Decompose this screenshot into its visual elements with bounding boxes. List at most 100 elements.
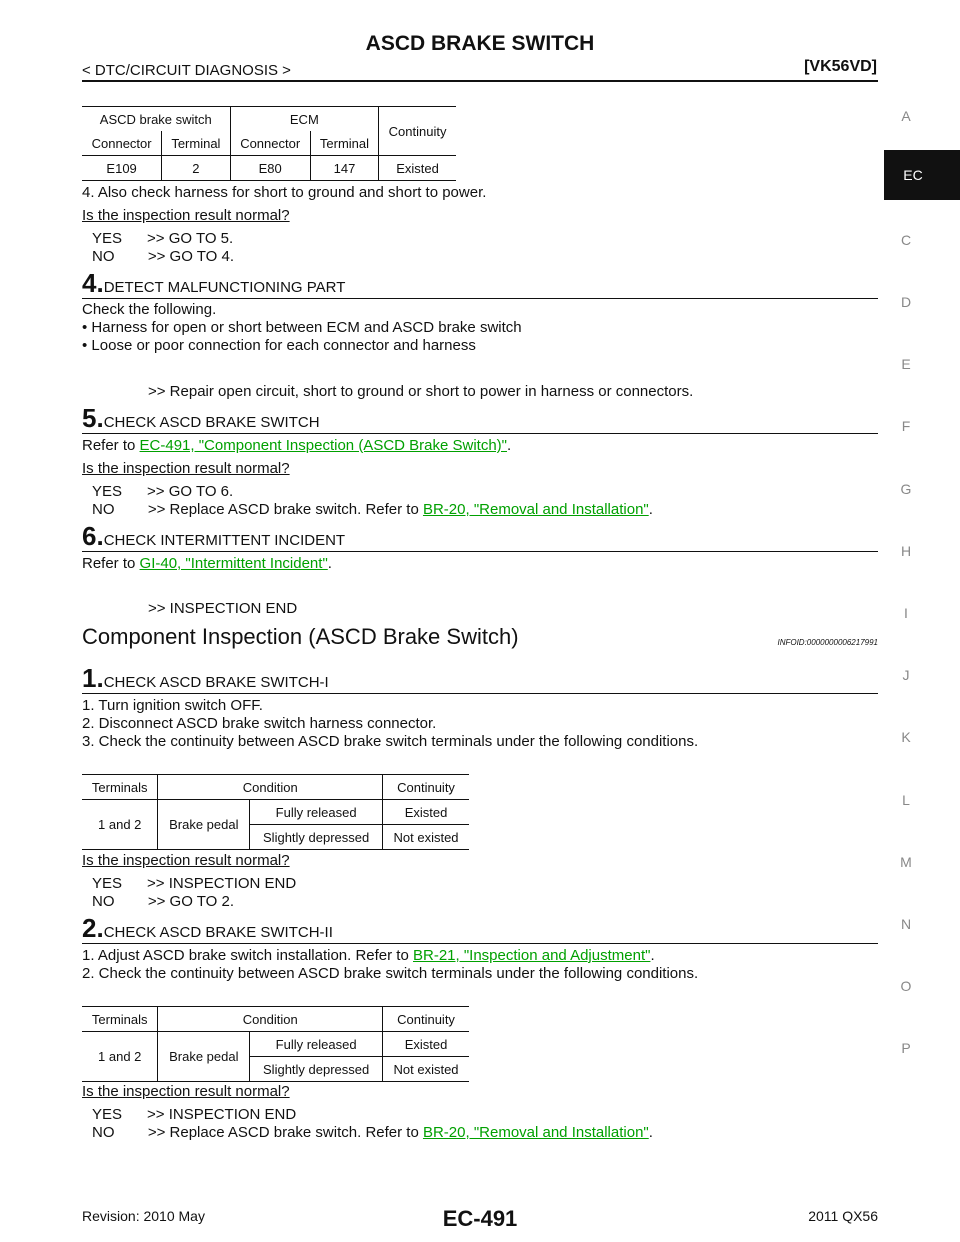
th-terminal: Terminal <box>161 131 231 156</box>
instruction-text: 1. Adjust ASCD brake switch installation… <box>82 947 413 964</box>
table-cell: Fully released <box>249 1031 384 1057</box>
step-number: 5. <box>82 403 104 433</box>
th-continuity: Continuity <box>378 106 456 156</box>
step-title: CHECK ASCD BRAKE SWITCH <box>103 414 320 431</box>
answer-no-text: NO >> Replace ASCD brake switch. Refer t… <box>92 501 423 518</box>
table-cell: Not existed <box>382 1056 469 1082</box>
table-cell: 147 <box>310 155 380 181</box>
th-condition: Condition <box>157 774 384 800</box>
side-index-k[interactable]: K <box>901 729 911 745</box>
condition-table: Terminals Condition Continuity 1 and 2 B… <box>82 1006 469 1082</box>
page-number: EC-491 <box>442 1206 518 1231</box>
side-index-a[interactable]: A <box>901 108 911 124</box>
bullet-item: • Harness for open or short between ECM … <box>82 319 522 336</box>
refer-prefix: Refer to <box>82 555 140 572</box>
info-id: INFOID:0000000006217991 <box>777 638 878 647</box>
side-index-h[interactable]: H <box>900 543 912 559</box>
reference-link[interactable]: GI-40, "Intermittent Incident" <box>139 555 328 572</box>
reference-link[interactable]: BR-20, "Removal and Installation" <box>422 501 649 518</box>
refer-suffix: . <box>507 437 512 454</box>
side-index-j[interactable]: J <box>902 667 910 683</box>
instruction-line: Check the following. <box>82 301 217 318</box>
model-year: 2011 QX56 <box>808 1208 878 1224</box>
inspection-question: Is the inspection result normal? <box>82 852 290 869</box>
reference-link[interactable]: BR-21, "Inspection and Adjustment" <box>413 947 651 964</box>
th-condition: Condition <box>157 1006 384 1032</box>
instruction-line: 4. Also check harness for short to groun… <box>82 184 487 201</box>
refer-suffix: . <box>327 555 332 572</box>
table-cell: Brake pedal <box>157 799 251 850</box>
th-connector: Connector <box>82 131 163 156</box>
condition-table: Terminals Condition Continuity 1 and 2 B… <box>82 774 469 850</box>
side-index-e[interactable]: E <box>901 356 911 372</box>
step-title: CHECK ASCD BRAKE SWITCH-II <box>103 924 333 941</box>
step-number: 2. <box>82 913 104 943</box>
side-index-o[interactable]: O <box>900 978 912 994</box>
inspection-question: Is the inspection result normal? <box>82 207 290 224</box>
table-cell: Existed <box>382 799 469 825</box>
breadcrumb: < DTC/CIRCUIT DIAGNOSIS > <box>82 62 291 79</box>
answer-yes: YES >> GO TO 5. <box>92 230 234 247</box>
th-connector-ecm: Connector <box>230 131 311 156</box>
side-index-c[interactable]: C <box>900 232 912 248</box>
table-cell: Fully released <box>249 799 384 825</box>
step-number: 4. <box>82 268 104 298</box>
reference-link[interactable]: EC-491, "Component Inspection (ASCD Brak… <box>139 437 508 454</box>
table-cell: E80 <box>230 155 311 181</box>
refer-suffix: . <box>650 947 655 964</box>
instruction-line: 2. Disconnect ASCD brake switch harness … <box>82 715 437 732</box>
action-line: >> Repair open circuit, short to ground … <box>148 383 694 400</box>
instruction-line: 3. Check the continuity between ASCD bra… <box>82 733 699 750</box>
answer-no: NO >> Replace ASCD brake switch. Refer t… <box>92 1124 653 1141</box>
step-number: 6. <box>82 521 104 551</box>
answer-yes: YES >> GO TO 6. <box>92 483 234 500</box>
side-index-f[interactable]: F <box>901 418 911 434</box>
inspection-question: Is the inspection result normal? <box>82 460 290 477</box>
refer-prefix: Refer to <box>82 437 140 454</box>
answer-yes: YES >> INSPECTION END <box>92 1106 297 1123</box>
harness-continuity-table: ASCD brake switch ECM Continuity Connect… <box>82 106 456 181</box>
table-cell: Brake pedal <box>157 1031 251 1082</box>
step-heading: 5.CHECK ASCD BRAKE SWITCH <box>82 403 878 434</box>
refer-suffix: . <box>648 501 653 518</box>
revision-date: Revision: 2010 May <box>82 1208 205 1224</box>
side-index-ec-active[interactable]: EC <box>884 150 960 200</box>
step-title: DETECT MALFUNCTIONING PART <box>103 279 346 296</box>
side-index-m[interactable]: M <box>900 854 912 870</box>
step-title: CHECK ASCD BRAKE SWITCH-I <box>103 674 329 691</box>
refer-line: Refer to GI-40, "Intermittent Incident". <box>82 555 332 572</box>
side-index-i[interactable]: I <box>904 605 908 621</box>
page-title: ASCD BRAKE SWITCH <box>365 32 595 55</box>
action-line: >> INSPECTION END <box>148 600 298 617</box>
step-title: CHECK INTERMITTENT INCIDENT <box>103 532 346 549</box>
table-cell: Existed <box>378 155 456 181</box>
header-rule <box>82 80 878 82</box>
inspection-question: Is the inspection result normal? <box>82 1083 290 1100</box>
side-index-g[interactable]: G <box>900 481 912 497</box>
table-cell: Slightly depressed <box>249 824 384 850</box>
th-terminals: Terminals <box>82 774 159 800</box>
instruction-line: 2. Check the continuity between ASCD bra… <box>82 965 699 982</box>
step-heading: 4.DETECT MALFUNCTIONING PART <box>82 268 878 299</box>
table-cell: Existed <box>382 1031 469 1057</box>
step-number: 1. <box>82 663 104 693</box>
side-index-n[interactable]: N <box>900 916 912 932</box>
th-continuity: Continuity <box>382 774 469 800</box>
answer-yes: YES >> INSPECTION END <box>92 875 297 892</box>
step-heading: 6.CHECK INTERMITTENT INCIDENT <box>82 521 878 552</box>
instruction-line: 1. Turn ignition switch OFF. <box>82 697 263 714</box>
refer-suffix: . <box>648 1124 653 1141</box>
th-terminals: Terminals <box>82 1006 159 1032</box>
engine-code: [VK56VD] <box>804 58 877 75</box>
step-heading: 2.CHECK ASCD BRAKE SWITCH-II <box>82 913 878 944</box>
table-cell: Slightly depressed <box>249 1056 384 1082</box>
th-terminal-ecm: Terminal <box>310 131 380 156</box>
reference-link[interactable]: BR-20, "Removal and Installation" <box>422 1124 649 1141</box>
answer-no: NO >> GO TO 2. <box>92 893 234 910</box>
side-index-d[interactable]: D <box>900 294 912 310</box>
answer-no: NO >> Replace ASCD brake switch. Refer t… <box>92 501 653 518</box>
side-index-p[interactable]: P <box>901 1040 911 1056</box>
side-index-l[interactable]: L <box>902 792 910 808</box>
table-cell: Not existed <box>382 824 469 850</box>
answer-no: NO >> GO TO 4. <box>92 248 234 265</box>
